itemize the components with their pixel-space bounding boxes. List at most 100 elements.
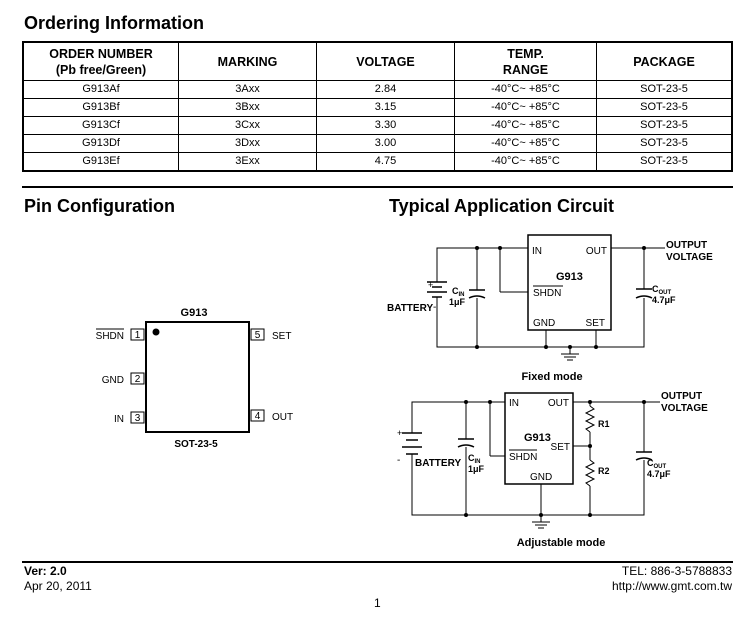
svg-text:VOLTAGE: VOLTAGE — [661, 403, 708, 414]
table-row: G913Cf 3Cxx 3.30 -40°C~ +85°C SOT-23-5 — [22, 116, 733, 135]
svg-text:OUTPUT: OUTPUT — [661, 391, 702, 402]
svg-text:VOLTAGE: VOLTAGE — [666, 252, 713, 263]
pin-4-name: OUT — [272, 412, 293, 423]
pin-config-heading: Pin Configuration — [24, 196, 175, 216]
battery-symbol — [402, 432, 422, 470]
junction-dots — [464, 400, 646, 517]
package-label: SOT-23-5 — [174, 439, 218, 450]
svg-text:1μF: 1μF — [449, 297, 466, 307]
svg-text:CIN: CIN — [452, 286, 465, 298]
chip-body — [504, 392, 574, 485]
cell-order-number: G913Df — [22, 134, 179, 153]
svg-text:4.7μF: 4.7μF — [652, 295, 676, 305]
svg-text:1μF: 1μF — [468, 464, 485, 474]
svg-text:COUT: COUT — [647, 458, 667, 470]
chip-name: G913 — [181, 307, 208, 319]
column-header-marking: MARKING — [178, 41, 317, 81]
column-header-temp-range: TEMP.RANGE — [454, 41, 597, 81]
table-row: G913Bf 3Bxx 3.15 -40°C~ +85°C SOT-23-5 — [22, 98, 733, 117]
svg-text:OUT: OUT — [586, 246, 607, 257]
ground-symbol — [561, 353, 579, 361]
svg-text:R2: R2 — [598, 466, 610, 476]
cin-capacitor — [457, 438, 475, 448]
cell-voltage: 2.84 — [316, 80, 455, 99]
svg-text:R1: R1 — [598, 419, 610, 429]
cell-order-number: G913Ef — [22, 152, 179, 172]
cell-package: SOT-23-5 — [596, 80, 733, 99]
svg-text:IN: IN — [509, 398, 519, 409]
svg-text:-: - — [397, 455, 400, 466]
cell-marking: 3Bxx — [178, 98, 317, 117]
svg-text:G913: G913 — [524, 432, 551, 444]
pin-2-name: GND — [102, 375, 124, 386]
ordering-table: ORDER NUMBER(Pb free/Green) MARKING VOLT… — [22, 41, 733, 172]
column-header-order-number: ORDER NUMBER(Pb free/Green) — [22, 41, 179, 81]
pin-5: 5 SET — [250, 328, 291, 342]
cell-voltage: 3.30 — [316, 116, 455, 135]
pin-3-name: IN — [114, 414, 124, 425]
cin-capacitor — [468, 289, 486, 299]
cout-capacitor — [635, 288, 653, 299]
cell-temp-range: -40°C~ +85°C — [454, 98, 597, 117]
svg-text:OUTPUT: OUTPUT — [666, 240, 707, 251]
battery-symbol — [427, 281, 447, 302]
junction-dots — [475, 246, 646, 349]
adjustable-mode-circuit: IN OUT G913 SET SHDN GND + - BATTERY CIN… — [397, 391, 708, 549]
column-header-voltage: VOLTAGE — [316, 41, 455, 81]
ground-rail — [436, 298, 645, 348]
cell-order-number: G913Af — [22, 80, 179, 99]
svg-text:Fixed mode: Fixed mode — [521, 371, 582, 383]
svg-text:+: + — [428, 280, 433, 290]
svg-text:Adjustable mode: Adjustable mode — [517, 537, 606, 549]
svg-text:3: 3 — [135, 413, 141, 424]
footer-divider — [22, 561, 733, 563]
cell-marking: 3Dxx — [178, 134, 317, 153]
chip-body — [145, 321, 250, 433]
pin-3: 3 IN — [114, 411, 145, 425]
app-circuit-heading: Typical Application Circuit — [389, 196, 615, 216]
svg-text:+: + — [397, 428, 402, 438]
section-divider — [22, 186, 733, 188]
website-link[interactable]: http://www.gmt.com.tw — [611, 579, 732, 593]
fixed-mode-circuit: IN OUT G913 SHDN GND SET + BATTERY - CIN… — [387, 234, 713, 383]
svg-text:BATTERY: BATTERY — [415, 458, 461, 469]
table-row: G913Ef 3Exx 4.75 -40°C~ +85°C SOT-23-5 — [22, 152, 733, 172]
cell-temp-range: -40°C~ +85°C — [454, 116, 597, 135]
cell-order-number: G913Cf — [22, 116, 179, 135]
cell-voltage: 3.00 — [316, 134, 455, 153]
cell-voltage: 4.75 — [316, 152, 455, 172]
svg-text:CIN: CIN — [468, 453, 481, 465]
svg-text:4.7μF: 4.7μF — [647, 469, 671, 479]
svg-text:GND: GND — [530, 472, 552, 483]
svg-text:SHDN: SHDN — [533, 288, 561, 299]
cell-temp-range: -40°C~ +85°C — [454, 152, 597, 172]
svg-text:4: 4 — [255, 411, 261, 422]
cell-order-number: G913Bf — [22, 98, 179, 117]
cell-marking: 3Exx — [178, 152, 317, 172]
chip-body — [527, 234, 612, 331]
svg-text:5: 5 — [255, 330, 261, 341]
column-header-package: PACKAGE — [596, 41, 733, 81]
svg-text:SET: SET — [551, 442, 570, 453]
cell-package: SOT-23-5 — [596, 116, 733, 135]
r1-resistor — [584, 405, 596, 433]
cell-temp-range: -40°C~ +85°C — [454, 134, 597, 153]
cell-package: SOT-23-5 — [596, 134, 733, 153]
svg-text:1: 1 — [135, 330, 141, 341]
svg-text:COUT: COUT — [652, 284, 672, 296]
pin-5-name: SET — [272, 331, 291, 342]
svg-text:BATTERY: BATTERY — [387, 303, 433, 314]
input-rail — [436, 247, 528, 282]
svg-text:-: - — [433, 302, 436, 313]
table-header-row: ORDER NUMBER(Pb free/Green) MARKING VOLT… — [22, 41, 733, 81]
svg-text:SET: SET — [586, 318, 605, 329]
cell-package: SOT-23-5 — [596, 152, 733, 172]
cell-marking: 3Axx — [178, 80, 317, 99]
svg-text:OUT: OUT — [548, 398, 569, 409]
pin-2: 2 GND — [102, 372, 145, 386]
table-row: G913Df 3Dxx 3.00 -40°C~ +85°C SOT-23-5 — [22, 134, 733, 153]
cell-package: SOT-23-5 — [596, 98, 733, 117]
svg-text:SHDN: SHDN — [509, 452, 537, 463]
ordering-heading: Ordering Information — [24, 13, 204, 33]
pin-configuration-diagram: G913 SOT-23-5 1 SHDN 2 GND 3 IN 4 OUT 5 … — [96, 307, 293, 450]
